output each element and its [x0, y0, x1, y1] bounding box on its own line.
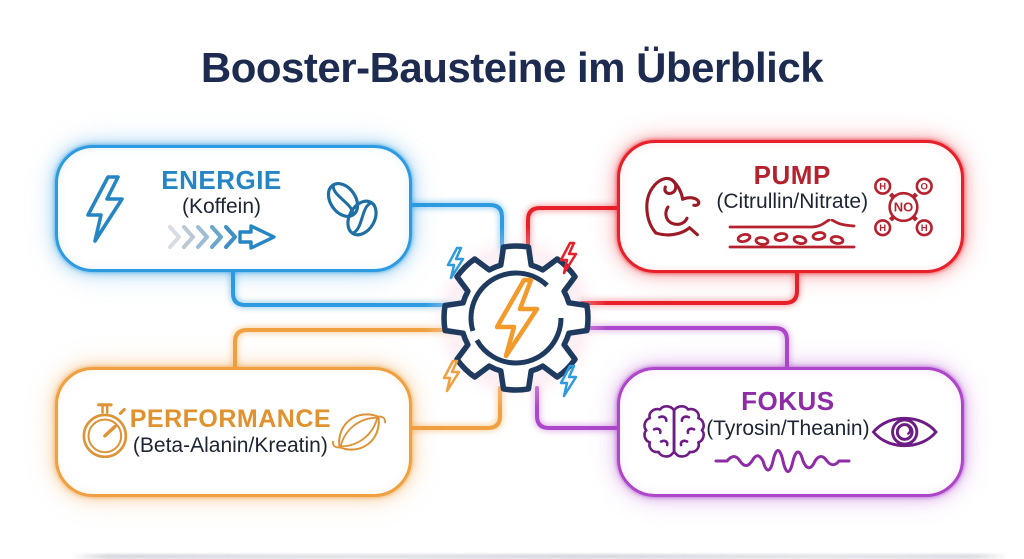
pump-card: PUMP (Citrullin/Nitrate) — [617, 140, 964, 273]
card-title: FOKUS — [741, 386, 835, 417]
brainwave-icon — [714, 448, 851, 473]
bottom-smudge — [70, 554, 1010, 559]
molecule-h-label: H — [921, 223, 928, 234]
bicep-icon — [645, 176, 701, 236]
performance-connectors — [233, 328, 502, 430]
page-title: Booster-Bausteine im Überblick — [200, 44, 824, 91]
energie-card: ENERGIE (Koffein) — [55, 145, 412, 272]
card-subtitle: (Tyrosin/Theanin) — [706, 416, 870, 440]
center-lightning-bolt-icon — [494, 277, 540, 359]
performance-text: PERFORMANCE (Beta-Alanin/Kreatin) — [130, 406, 331, 457]
card-subtitle: (Citrullin/Nitrate) — [716, 190, 869, 214]
lightning-bolt-icon — [86, 174, 124, 243]
card-title: ENERGIE — [161, 164, 282, 195]
molecule-center-label: NO — [894, 199, 913, 214]
coffee-beans-icon — [326, 181, 378, 236]
fokus-card: FOKUS (Tyrosin/Theanin) — [617, 367, 964, 497]
card-title: PUMP — [753, 159, 831, 190]
stopwatch-icon — [82, 403, 128, 459]
pump-text: PUMP (Citrullin/Nitrate) — [716, 159, 869, 251]
energie-text: ENERGIE (Koffein) — [126, 164, 317, 250]
no-molecule-icon: NO H O H H — [874, 177, 933, 236]
pump-connectors — [526, 206, 799, 305]
molecule-o-label: O — [921, 181, 928, 192]
muscle-fiber-icon — [332, 413, 387, 451]
brain-icon — [643, 405, 705, 458]
fokus-connectors — [535, 326, 789, 430]
energie-connectors — [231, 203, 504, 307]
blood-vessel-icon — [728, 219, 856, 249]
performance-card: PERFORMANCE (Beta-Alanin/Kreatin) — [55, 367, 412, 497]
chevron-arrow-icon — [167, 224, 276, 250]
fokus-text: FOKUS (Tyrosin/Theanin) — [706, 386, 870, 475]
card-subtitle: (Beta-Alanin/Kreatin) — [132, 433, 328, 457]
molecule-h-label: H — [879, 223, 886, 234]
card-title: PERFORMANCE — [129, 405, 332, 434]
molecule-h-label: H — [879, 181, 886, 192]
card-subtitle: (Koffein) — [182, 195, 261, 219]
eye-icon — [871, 417, 938, 447]
